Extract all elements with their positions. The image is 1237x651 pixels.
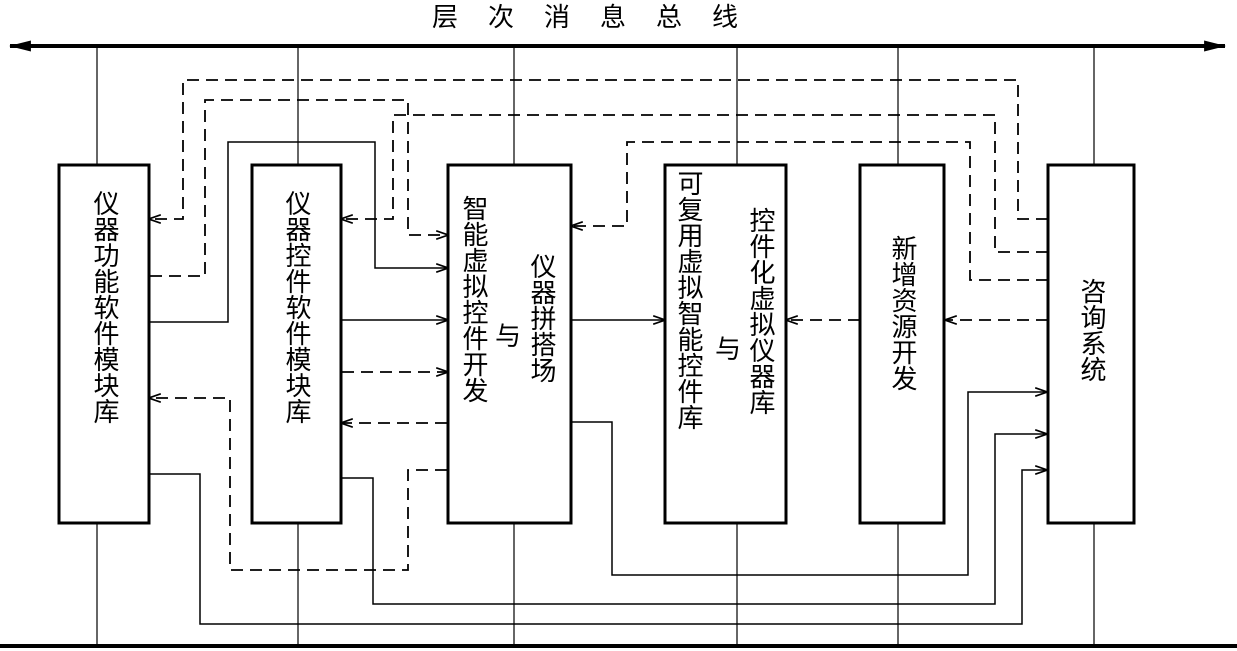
label-dev-right: 仪器拼搭场 xyxy=(526,253,556,383)
box-func-lib xyxy=(57,163,151,525)
label-new-res: 新增资源开发 xyxy=(887,235,917,391)
label-dev-left: 智能虚拟控件开发 xyxy=(458,195,488,403)
dashed-func-lib-to-dev xyxy=(150,99,447,277)
dashed-consult-to-dev xyxy=(572,141,1048,281)
bus-title: 层次消息总线 xyxy=(432,3,768,33)
label-consult: 咨询系统 xyxy=(1076,278,1106,382)
label-reuse-mid: 与 xyxy=(715,335,741,365)
box-new-res xyxy=(858,163,946,525)
solid-ctrl-lib-to-consult xyxy=(342,434,1046,605)
label-func-lib: 仪器功能软件模块库 xyxy=(89,190,119,424)
label-reuse-left: 可复用虚拟智能控件库 xyxy=(673,170,703,430)
label-ctrl-lib: 仪器控件软件模块库 xyxy=(281,190,311,424)
box-ctrl-lib xyxy=(250,163,343,525)
dashed-consult-to-func-lib xyxy=(150,79,1048,219)
box-consult xyxy=(1046,163,1136,525)
box-reuse xyxy=(663,163,788,525)
box-dev xyxy=(446,163,573,525)
dashed-dev-to-func-lib xyxy=(150,398,447,571)
dashed-consult-to-ctrl-lib xyxy=(342,114,1048,253)
connectors xyxy=(150,79,1048,625)
solid-func-lib-to-consult xyxy=(150,470,1046,625)
label-reuse-right: 控件化虚拟仪器库 xyxy=(745,207,775,415)
solid-func-lib-to-dev xyxy=(150,141,447,323)
label-dev-mid: 与 xyxy=(495,322,521,352)
solid-dev-to-consult xyxy=(572,392,1046,576)
